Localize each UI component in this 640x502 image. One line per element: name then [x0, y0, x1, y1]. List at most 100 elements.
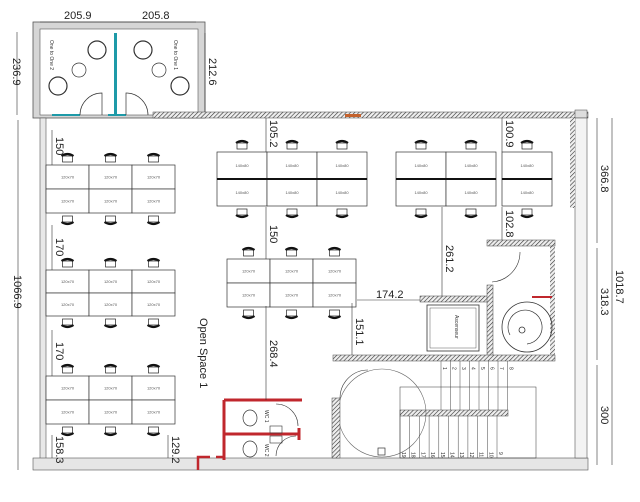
chair-back — [327, 246, 342, 251]
chair-icon — [414, 208, 428, 219]
chair-back — [464, 214, 478, 219]
right-wall-hatched — [550, 245, 555, 355]
chair-icon — [103, 318, 118, 329]
chair-icon — [103, 257, 118, 268]
chair-back — [464, 139, 478, 144]
chair-back — [146, 152, 161, 157]
stair-step-number: 16 — [429, 452, 435, 458]
desk-size-label: 120x70 — [61, 279, 75, 284]
desk-size-label: 120x70 — [242, 269, 256, 274]
chair-back — [235, 139, 249, 144]
round-table-icon — [71, 62, 87, 78]
chair-icon — [241, 309, 256, 320]
desk-size-label: 120x70 — [61, 386, 75, 391]
wc-block: WC 1 WC 2 — [196, 398, 302, 470]
chair-seat — [465, 208, 477, 216]
desk-size-label: 140x80 — [235, 163, 249, 168]
chair-seat — [286, 249, 297, 257]
wc1-label: WC 1 — [263, 410, 269, 423]
stair-step-number: 17 — [419, 452, 425, 458]
chair-seat — [243, 249, 254, 257]
desk-size-label: 120x70 — [104, 386, 118, 391]
desk — [131, 188, 176, 214]
chair-back — [520, 214, 534, 219]
desk — [269, 282, 314, 308]
chair-icon — [103, 426, 118, 437]
armchair-icon — [170, 76, 190, 96]
chair-seat — [329, 309, 340, 317]
chair-seat — [105, 366, 116, 374]
desk — [131, 399, 176, 425]
chair-seat — [62, 318, 73, 326]
chair-icon — [60, 363, 75, 374]
elevator-label: Ascenseur — [453, 315, 459, 339]
chair-seat — [62, 260, 73, 268]
chair-icon — [285, 208, 299, 219]
chair-icon — [335, 208, 349, 219]
chair-icon — [60, 215, 75, 226]
chair-icon — [103, 215, 118, 226]
dim-right-seg-3: 300 — [598, 406, 610, 424]
stair-step-number: 3 — [460, 367, 466, 370]
chair-back — [327, 315, 342, 320]
desk-size-label: 120x70 — [104, 279, 118, 284]
chair-back — [60, 324, 75, 329]
chair-icon — [327, 246, 342, 257]
core-wall-top — [486, 239, 556, 247]
toilet-icon — [242, 409, 258, 427]
chair-back — [146, 221, 161, 226]
elevator-car — [426, 304, 480, 352]
armchair-icon — [48, 76, 68, 96]
chair-back — [103, 363, 118, 368]
dim-right-seg-1: 366.8 — [598, 165, 610, 193]
desk — [88, 399, 133, 425]
stair-landing-wall — [399, 409, 509, 417]
chair-back — [235, 214, 249, 219]
desk — [131, 292, 176, 317]
chair-icon — [414, 139, 428, 150]
chair-back — [60, 221, 75, 226]
core-door-swing — [491, 251, 521, 283]
chair-seat — [286, 309, 297, 317]
chair-icon — [60, 152, 75, 163]
stair-step-number: 11 — [478, 452, 484, 457]
chair-seat — [105, 260, 116, 268]
stair-step-number: 2 — [451, 367, 457, 370]
chair-back — [103, 221, 118, 226]
stair-step-number: 9 — [497, 452, 503, 455]
chair-seat — [105, 215, 116, 223]
desk-size-label: 140x80 — [414, 163, 428, 168]
chair-back — [520, 139, 534, 144]
desk — [501, 151, 553, 180]
stair-step-number: 18 — [410, 452, 416, 458]
chair-icon — [146, 257, 161, 268]
chair-icon — [60, 426, 75, 437]
dim-right-total: 1018.7 — [613, 270, 625, 304]
chair-seat — [521, 208, 533, 216]
chair-back — [285, 139, 299, 144]
chair-icon — [520, 139, 534, 150]
chair-back — [146, 257, 161, 262]
chair-icon — [241, 246, 256, 257]
chair-seat — [148, 155, 159, 163]
chair-seat — [415, 208, 427, 216]
chair-seat — [286, 142, 298, 150]
chair-back — [414, 139, 428, 144]
chair-seat — [62, 155, 73, 163]
desk-size-label: 120x70 — [104, 302, 118, 307]
desk-layout: 120x70120x70120x70120x70120x70120x70120x… — [45, 139, 553, 437]
chair-icon — [284, 309, 299, 320]
desk — [131, 164, 176, 190]
room-label-one-to-one-1: One to One 1 — [172, 40, 178, 70]
wc-door-swing — [275, 403, 299, 427]
desk-size-label: 140x80 — [464, 163, 478, 168]
stair-step-number: 1 — [441, 367, 447, 370]
top-wall-right-cap — [574, 109, 588, 119]
chair-back — [103, 324, 118, 329]
door-swing-left — [79, 92, 103, 116]
